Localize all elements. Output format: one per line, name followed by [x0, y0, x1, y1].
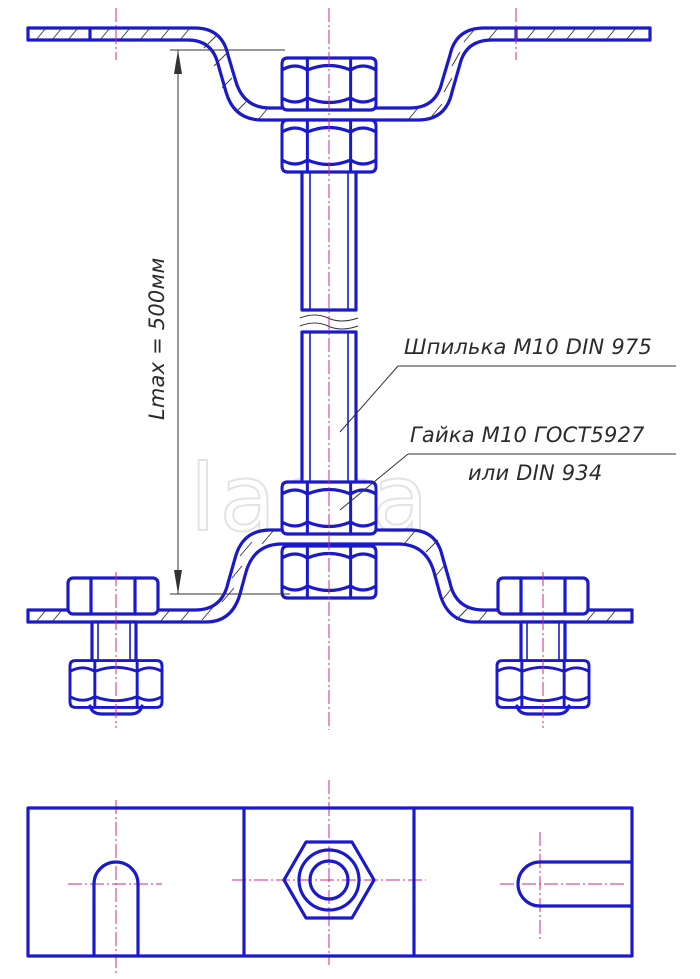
dimension-label: Lmax = 500мм — [145, 257, 169, 420]
left-slot — [92, 860, 140, 958]
callout-stud: Шпилька М10 DIN 975 — [404, 335, 652, 359]
length-dimension: Lmax = 500мм — [145, 49, 290, 595]
plan-view — [26, 806, 634, 958]
right-slot — [516, 860, 634, 908]
left-bolt — [66, 576, 164, 716]
stud-circle — [308, 859, 350, 901]
center-lines — [68, 8, 624, 975]
callout-leaders — [339, 365, 676, 511]
callout-nut-line2: или DIN 934 — [468, 461, 602, 485]
hex-nut-top-view — [282, 840, 376, 920]
callout-nut-line1: Гайка М10 ГОСТ5927 — [410, 423, 645, 447]
nut-washer-circle — [297, 848, 361, 912]
